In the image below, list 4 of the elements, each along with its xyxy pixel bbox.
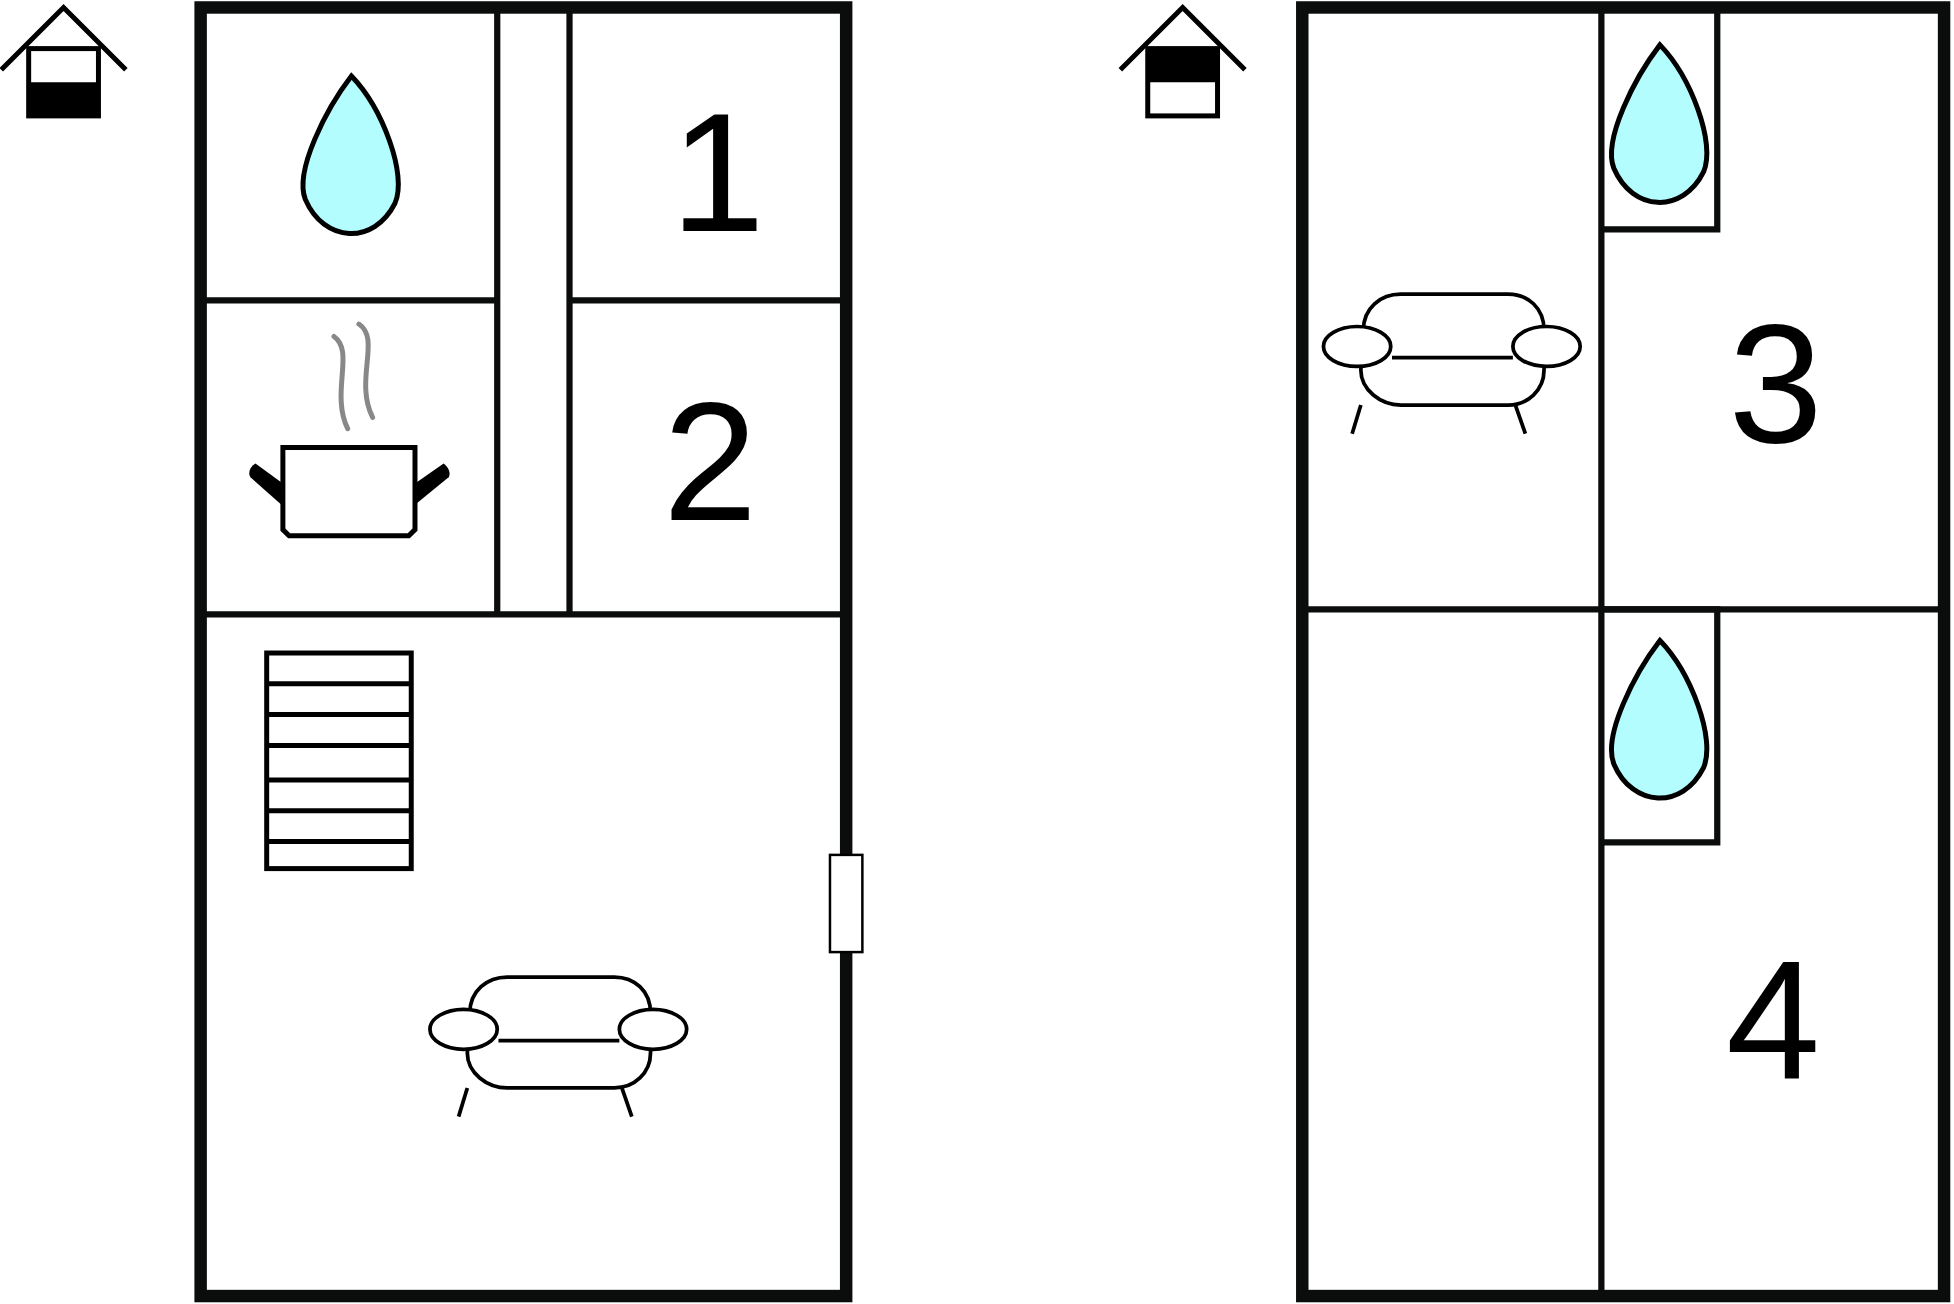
room-number: 3: [1728, 299, 1823, 469]
room-number: 1: [670, 87, 765, 257]
room-number: 2: [663, 376, 758, 546]
room-number: 4: [1726, 934, 1821, 1105]
